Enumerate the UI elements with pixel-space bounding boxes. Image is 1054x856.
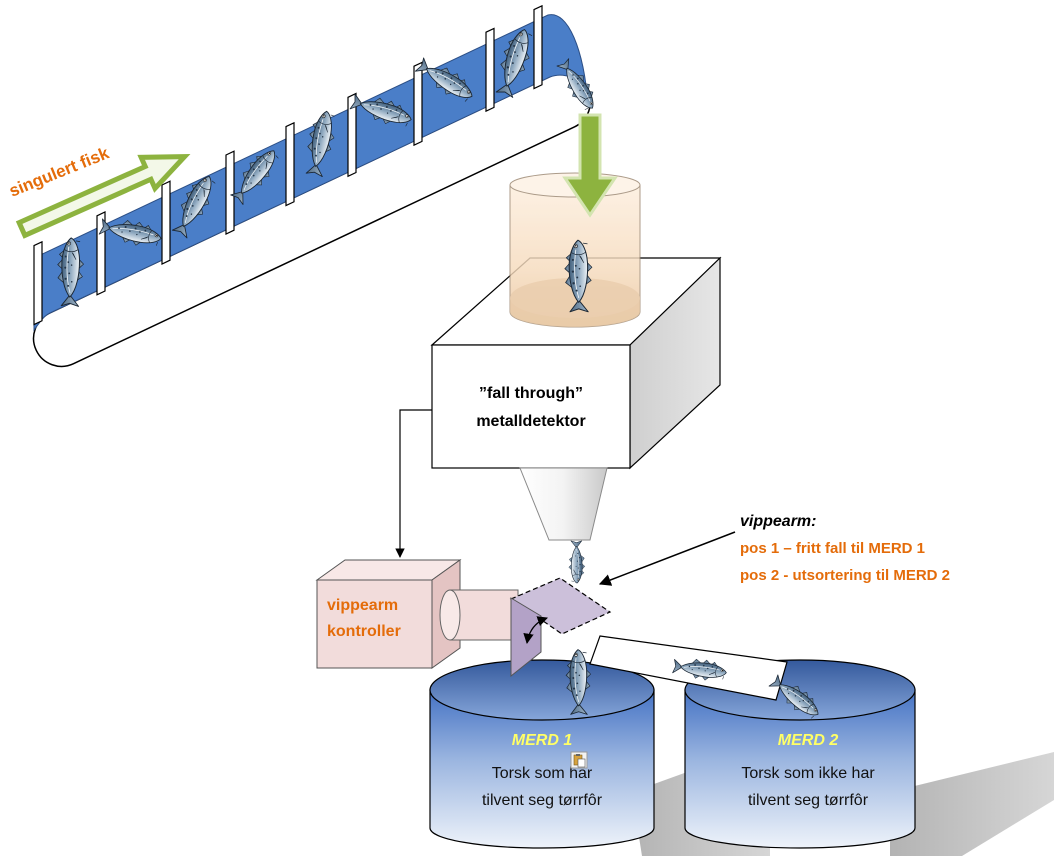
merd-2-line-2: tilvent seg tørrfôr: [748, 792, 869, 809]
signal-wire: [395, 409, 432, 558]
feed-arrow-shape: [15, 154, 191, 239]
annotation-title: vippearm:: [740, 513, 816, 530]
controller-label-line-2: kontroller: [327, 623, 401, 640]
merd-1-title: MERD 1: [512, 732, 573, 749]
merd-2-body: [684, 689, 916, 849]
merd-1-body: [429, 689, 655, 849]
belt-paddle: [161, 180, 171, 265]
belt-paddle: [413, 61, 423, 147]
annotation-position-2: pos 2 - utsortering til MERD 2: [740, 567, 950, 584]
belt-paddle: [485, 27, 495, 113]
controller-label-line-1: vippearm: [327, 597, 398, 614]
annotation-arrow: [598, 531, 736, 586]
belt-paddle: [533, 4, 543, 90]
detector-label-line-1: ”fall through”: [479, 385, 583, 402]
belt-paddle: [347, 92, 357, 178]
merd-1-line-1: Torsk som har: [492, 765, 593, 782]
merd-1-top: [429, 659, 655, 721]
metal-detector-box: ”fall through” metalldetektor: [430, 256, 722, 470]
merd-1-tank: MERD 1 Torsk som har tilvent seg tørrfôr: [429, 659, 655, 849]
actuator-tube: [439, 589, 519, 641]
belt-paddles: [33, 4, 543, 326]
detector-funnel: [519, 467, 608, 541]
tipping-arm-rotation-arrow: [523, 616, 548, 645]
belt-paddle: [285, 121, 295, 207]
merd-2-line-1: Torsk som ikke har: [741, 765, 875, 782]
conveyor-belt: [32, 4, 602, 368]
merd-2-shadow: [890, 752, 1054, 856]
detector-label-line-2: metalldetektor: [476, 413, 585, 430]
merd-2-title: MERD 2: [778, 732, 839, 749]
tipping-arm-annotation: vippearm: pos 1 – fritt fall til MERD 1 …: [598, 513, 950, 586]
tipping-arm: [509, 577, 612, 678]
detector-front-face: [431, 344, 631, 469]
belt-paddle: [225, 150, 235, 235]
annotation-position-1: pos 1 – fritt fall til MERD 1: [740, 540, 925, 557]
merd-1-line-2: tilvent seg tørrfôr: [482, 792, 603, 809]
controller-front-face: [316, 579, 433, 669]
controller-box: vippearm kontroller: [315, 559, 462, 669]
cylinder-floor-surface: [510, 278, 640, 318]
fish-icon: [568, 540, 586, 584]
paste-options-icon[interactable]: [570, 751, 588, 769]
feed-arrow: [15, 154, 191, 239]
drop-arrow: [562, 113, 618, 218]
cylinder-floor: [510, 278, 640, 327]
belt-paddle: [33, 240, 43, 326]
belt-paddle: [96, 211, 106, 296]
